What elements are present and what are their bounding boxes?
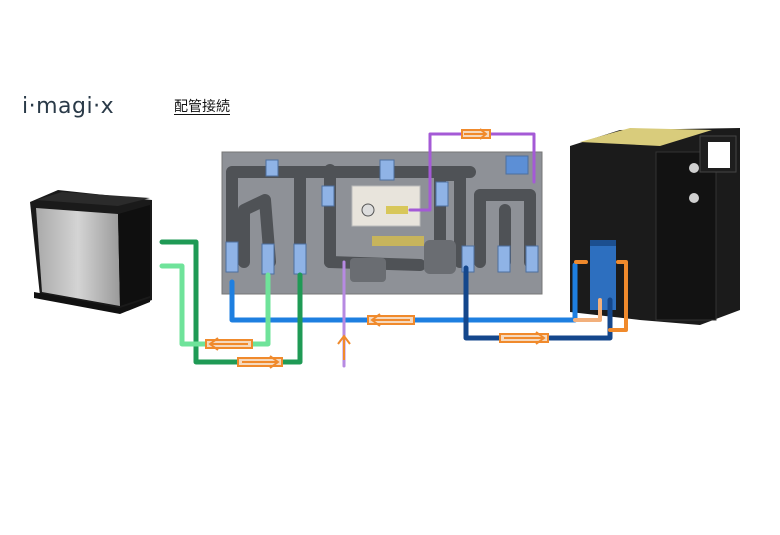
arrow-left-supply-icon <box>367 313 415 327</box>
outdoor-heat-pump-unit-icon <box>30 190 152 314</box>
arrow-right-green-icon <box>237 355 283 369</box>
tank-boiler-unit-icon <box>570 128 740 325</box>
pipe-purple-top <box>408 132 536 212</box>
arrow-right-return-icon <box>499 331 549 345</box>
brand-logo-text: i·magi·x <box>22 94 115 119</box>
brand-logo: i·magi·x <box>22 94 114 119</box>
arrow-up-purple-icon <box>337 334 351 360</box>
valve-manifold-panel-icon <box>221 151 543 295</box>
arrow-left-green-icon <box>205 337 253 351</box>
pipe-green-light <box>159 263 271 347</box>
flow-arrows <box>205 128 549 369</box>
pipe-green-dark <box>159 239 303 365</box>
pipe-peach <box>573 298 602 322</box>
page-title: 配管接続 <box>174 99 230 115</box>
pipe-orange <box>608 260 628 332</box>
arrow-right-purple-icon <box>461 128 491 140</box>
